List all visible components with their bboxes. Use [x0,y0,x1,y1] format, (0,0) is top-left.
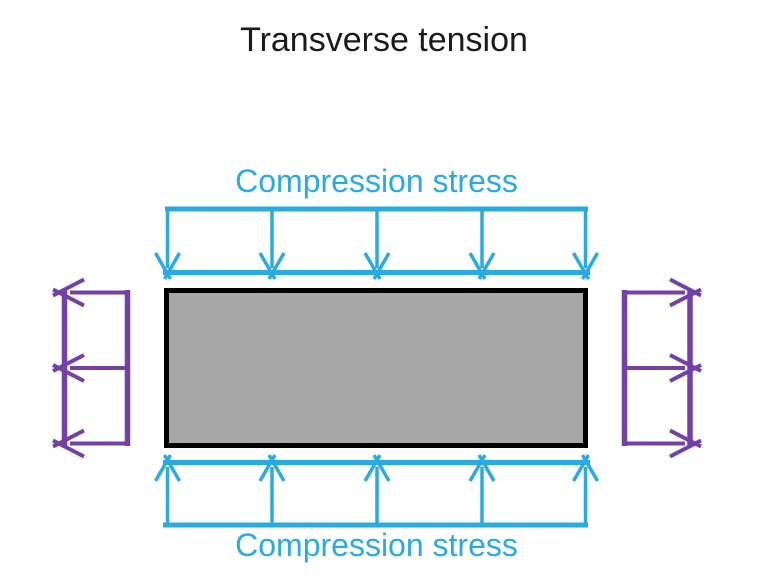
arrow-down [363,209,391,280]
arrow-up [153,454,182,525]
arrow-left [52,353,128,383]
arrow-down [153,209,182,280]
arrow-right [624,428,702,459]
arrow-up [571,454,600,525]
arrow-up [363,454,391,525]
top-compression-load [153,206,600,280]
diagram-title: Transverse tension [240,21,528,59]
arrow-up [468,454,496,525]
arrow-down [571,209,600,280]
arrow-up [258,454,286,525]
arrow-down [258,209,286,280]
top-compression-label: Compression stress [235,163,518,199]
left-tension-load [52,277,131,459]
arrow-left [52,428,128,459]
right-tension-load [621,277,702,459]
arrow-down [468,209,496,280]
arrow-left [52,277,128,308]
arrow-right [624,277,702,308]
arrow-right [624,353,702,383]
bottom-compression-load [153,454,600,528]
specimen-rectangle [164,288,588,448]
bottom-compression-label: Compression stress [235,527,518,563]
